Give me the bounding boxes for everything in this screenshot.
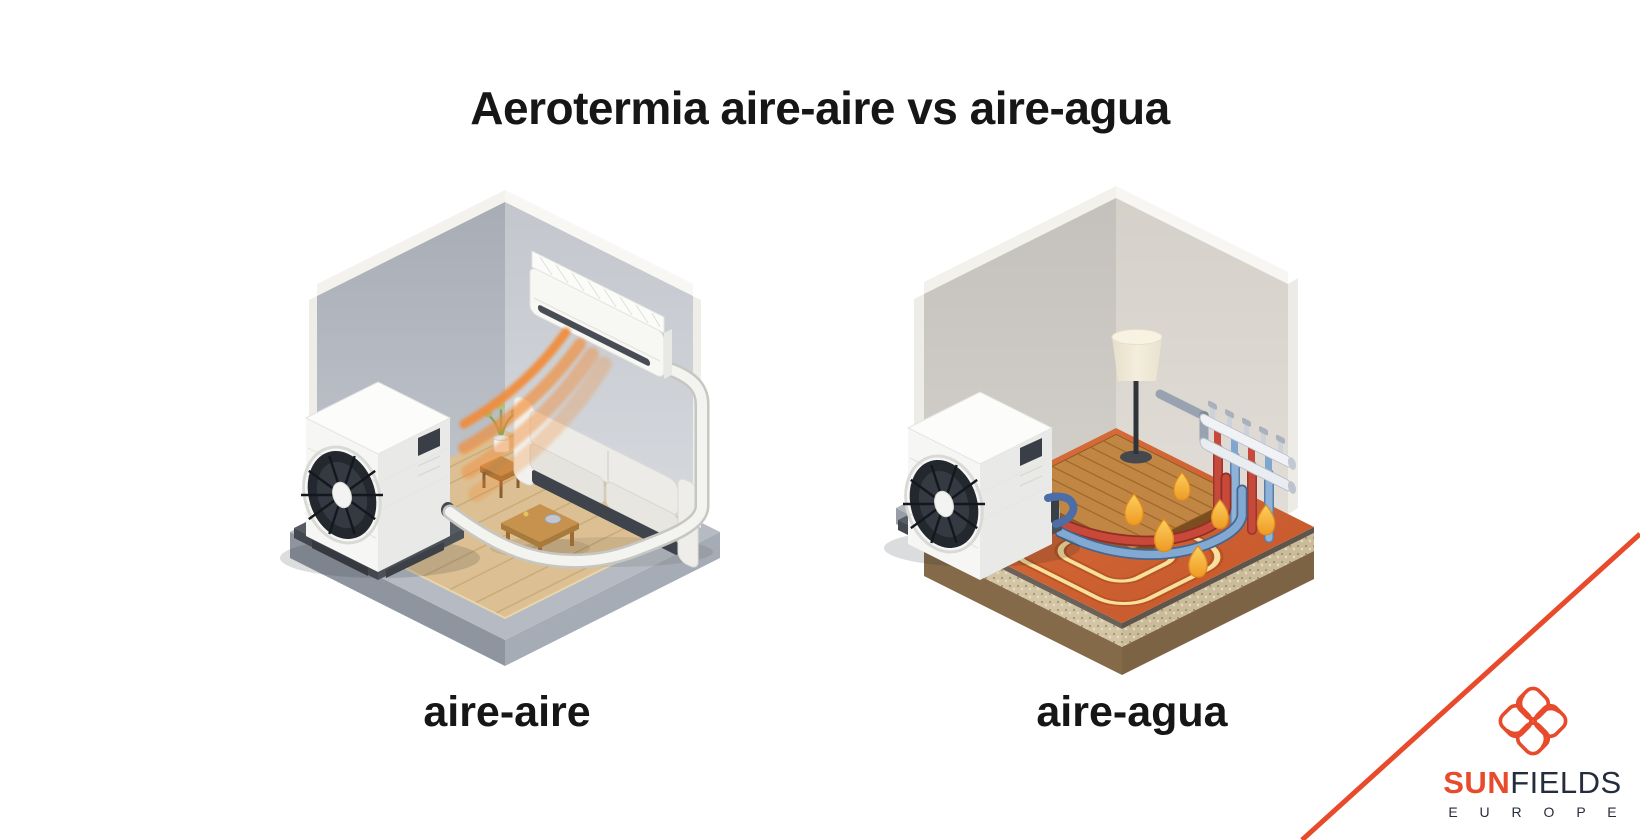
label-aire-aire: aire-aire bbox=[423, 688, 591, 736]
sunfields-flower-icon bbox=[1498, 686, 1567, 756]
aire-agua-scene bbox=[884, 186, 1314, 675]
aire-aire-scene bbox=[280, 190, 720, 666]
logo-sun-text: SUN bbox=[1443, 765, 1511, 800]
outdoor-heat-pump-unit bbox=[884, 391, 1080, 580]
floor-lamp bbox=[1111, 329, 1163, 464]
label-aire-agua: aire-agua bbox=[1036, 688, 1228, 736]
logo-wordmark: SUNFIELDS bbox=[1443, 765, 1621, 801]
refrigerant-pipe bbox=[442, 362, 710, 569]
outdoor-heat-pump-unit bbox=[280, 381, 480, 580]
fan-icon bbox=[903, 454, 985, 554]
logo-europe-text: E U R O P E bbox=[1448, 804, 1626, 820]
heating-manifold bbox=[1155, 389, 1296, 543]
page-title: Aerotermia aire-aire vs aire-agua bbox=[470, 81, 1170, 134]
diagonal-accent-line bbox=[1300, 532, 1640, 840]
logo-fields-text: FIELDS bbox=[1510, 765, 1622, 800]
indoor-ac-unit bbox=[529, 250, 672, 379]
sunfields-logo: SUNFIELDS E U R O P E bbox=[1430, 681, 1635, 820]
illustration-aire-agua bbox=[848, 176, 1348, 690]
warm-air-waves-icon bbox=[458, 327, 612, 502]
illustration-aire-aire bbox=[268, 180, 742, 690]
fan-icon bbox=[301, 445, 384, 545]
